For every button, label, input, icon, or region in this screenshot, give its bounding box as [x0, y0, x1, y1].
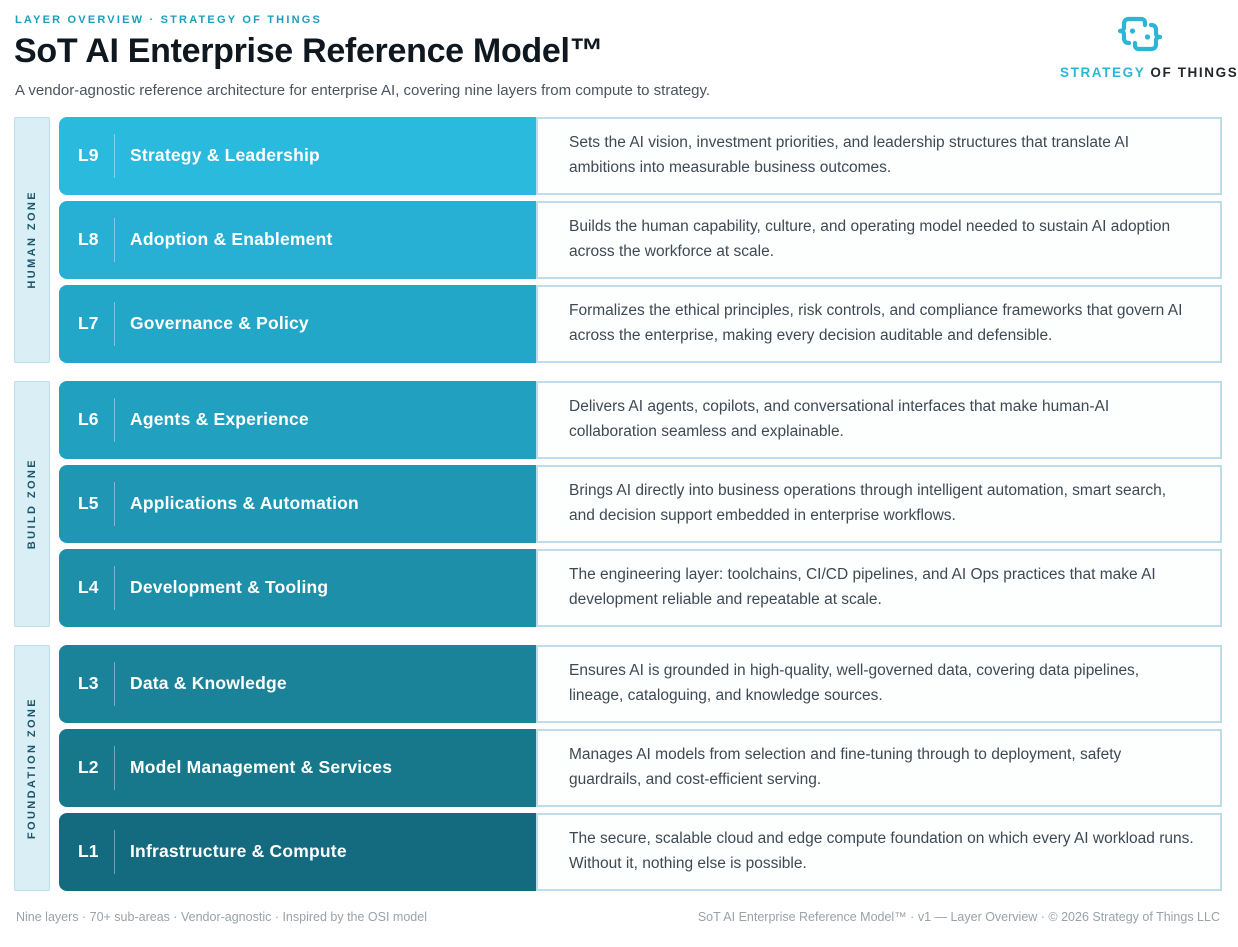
zone-label: HUMAN ZONE	[26, 190, 38, 289]
layer-row: L6 Agents & Experience Delivers AI agent…	[59, 380, 1222, 459]
page-title: SoT AI Enterprise Reference Model™	[14, 32, 604, 70]
layer-title: Applications & Automation	[130, 493, 359, 514]
layer-description-box: Delivers AI agents, copilots, and conver…	[536, 380, 1222, 459]
layer-title: Data & Knowledge	[130, 673, 287, 694]
zone-label: FOUNDATION ZONE	[26, 696, 38, 839]
layer-description-box: The secure, scalable cloud and edge comp…	[536, 812, 1222, 891]
layer-description: Builds the human capability, culture, an…	[569, 218, 1171, 260]
footer: Nine layers · 70+ sub-areas · Vendor-agn…	[14, 891, 1222, 947]
header: LAYER OVERVIEW · STRATEGY OF THINGS SoT …	[14, 12, 1237, 99]
layer-id: L6	[78, 409, 99, 430]
layer-bar: L5 Applications & Automation	[59, 464, 536, 543]
layer-row: L4 Development & Tooling The engineering…	[59, 548, 1222, 627]
layer-row: L5 Applications & Automation Brings AI d…	[59, 464, 1222, 543]
layer-title: Strategy & Leadership	[130, 145, 320, 166]
layer-bar: L6 Agents & Experience	[59, 380, 536, 459]
zone-group: FOUNDATION ZONE L3 Data & Knowledge Ensu…	[14, 644, 1222, 891]
layer-row: L8 Adoption & Enablement Builds the huma…	[59, 200, 1222, 279]
layer-description: Sets the AI vision, investment prioritie…	[569, 134, 1130, 176]
layer-separator	[114, 133, 115, 178]
footer-meta-right: SoT AI Enterprise Reference Model™ · v1 …	[697, 909, 1220, 924]
layer-title: Model Management & Services	[130, 757, 393, 778]
zone-group: HUMAN ZONE L9 Strategy & Leadership Sets…	[14, 116, 1222, 363]
layer-separator	[114, 829, 115, 874]
layer-row: L1 Infrastructure & Compute The secure, …	[59, 812, 1222, 891]
zone-strip: HUMAN ZONE	[14, 116, 50, 363]
layer-id: L3	[78, 673, 99, 694]
layer-description-box: Formalizes the ethical principles, risk …	[536, 284, 1222, 363]
layer-id: L4	[78, 577, 99, 598]
layer-title: Governance & Policy	[130, 313, 309, 334]
page-subtitle: A vendor-agnostic reference architecture…	[15, 81, 711, 99]
layer-separator	[114, 481, 115, 526]
layer-description: The engineering layer: toolchains, CI/CD…	[569, 566, 1156, 608]
zone-rows: L3 Data & Knowledge Ensures AI is ground…	[59, 644, 1222, 891]
brand-logo: STRATEGY OF THINGS	[1060, 12, 1237, 80]
layer-description: The secure, scalable cloud and edge comp…	[569, 830, 1194, 872]
layer-description-box: Sets the AI vision, investment prioritie…	[536, 116, 1222, 195]
layer-row: L2 Model Management & Services Manages A…	[59, 728, 1222, 807]
layer-bar: L3 Data & Knowledge	[59, 644, 536, 723]
zone-rows: L9 Strategy & Leadership Sets the AI vis…	[59, 116, 1222, 363]
layer-id: L7	[78, 313, 99, 334]
layer-id: L8	[78, 229, 99, 250]
layer-separator	[114, 661, 115, 706]
layer-description: Manages AI models from selection and fin…	[569, 746, 1122, 788]
layer-description: Brings AI directly into business operati…	[569, 482, 1167, 524]
layer-id: L5	[78, 493, 99, 514]
layer-description-box: The engineering layer: toolchains, CI/CD…	[536, 548, 1222, 627]
layer-bar: L2 Model Management & Services	[59, 728, 536, 807]
layer-bar: L7 Governance & Policy	[59, 284, 536, 363]
layer-bar: L9 Strategy & Leadership	[59, 116, 536, 195]
layer-description-box: Ensures AI is grounded in high-quality, …	[536, 644, 1222, 723]
layer-separator	[114, 745, 115, 790]
brand-name-secondary: OF THINGS	[1145, 65, 1238, 80]
zone-rows: L6 Agents & Experience Delivers AI agent…	[59, 380, 1222, 627]
layer-separator	[114, 397, 115, 442]
layer-row: L7 Governance & Policy Formalizes the et…	[59, 284, 1222, 363]
layer-row: L3 Data & Knowledge Ensures AI is ground…	[59, 644, 1222, 723]
braces-logo-icon	[1115, 12, 1165, 61]
brand-name-primary: STRATEGY	[1060, 65, 1146, 80]
breadcrumb-eyebrow: LAYER OVERVIEW · STRATEGY OF THINGS	[15, 14, 323, 26]
footer-meta-left: Nine layers · 70+ sub-areas · Vendor-agn…	[16, 909, 427, 924]
layer-separator	[114, 301, 115, 346]
layer-id: L2	[78, 757, 99, 778]
layer-title: Infrastructure & Compute	[130, 841, 347, 862]
layer-bar: L4 Development & Tooling	[59, 548, 536, 627]
layer-title: Agents & Experience	[130, 409, 309, 430]
zone-strip: BUILD ZONE	[14, 380, 50, 627]
layer-title: Adoption & Enablement	[130, 229, 333, 250]
layer-id: L9	[78, 145, 99, 166]
zone-label: BUILD ZONE	[26, 458, 38, 550]
layer-description-box: Manages AI models from selection and fin…	[536, 728, 1222, 807]
zone-group: BUILD ZONE L6 Agents & Experience Delive…	[14, 380, 1222, 627]
layer-row: L9 Strategy & Leadership Sets the AI vis…	[59, 116, 1222, 195]
layer-description-box: Brings AI directly into business operati…	[536, 464, 1222, 543]
layer-description: Formalizes the ethical principles, risk …	[569, 302, 1183, 344]
zones: HUMAN ZONE L9 Strategy & Leadership Sets…	[14, 116, 1222, 891]
brand-logo-text: STRATEGY OF THINGS	[1060, 65, 1237, 80]
layer-bar: L1 Infrastructure & Compute	[59, 812, 536, 891]
layer-description: Delivers AI agents, copilots, and conver…	[569, 398, 1110, 440]
zone-strip: FOUNDATION ZONE	[14, 644, 50, 891]
layer-bar: L8 Adoption & Enablement	[59, 200, 536, 279]
layer-description: Ensures AI is grounded in high-quality, …	[569, 662, 1140, 704]
layer-separator	[114, 217, 115, 262]
layer-id: L1	[78, 841, 99, 862]
layer-separator	[114, 565, 115, 610]
layer-description-box: Builds the human capability, culture, an…	[536, 200, 1222, 279]
layer-title: Development & Tooling	[130, 577, 329, 598]
